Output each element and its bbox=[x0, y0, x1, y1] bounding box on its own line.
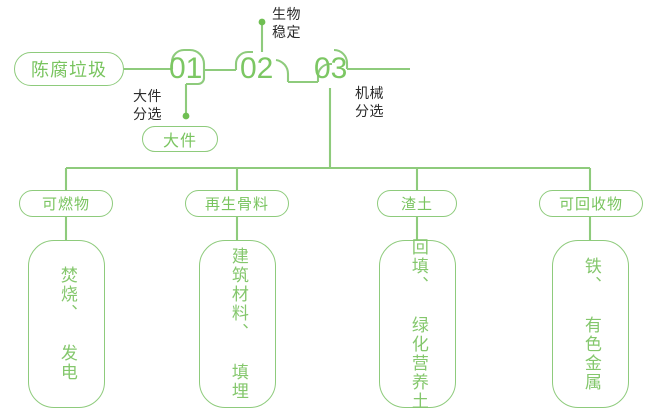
category-pill-4-label: 可回收物 bbox=[558, 196, 623, 213]
destination-box-2[interactable]: 建筑材料、 填埋 bbox=[199, 240, 276, 408]
destination-box-4[interactable]: 铁、 有色金属 bbox=[552, 240, 629, 408]
node-start-waste-label: 陈腐垃圾 bbox=[31, 60, 107, 80]
category-pill-2-label: 再生骨料 bbox=[204, 196, 269, 213]
dot-01-branch bbox=[182, 112, 190, 120]
category-pill-1-label: 可燃物 bbox=[41, 196, 90, 213]
category-pill-3[interactable]: 渣土 bbox=[377, 190, 457, 217]
wire-02-arc-down-right bbox=[275, 58, 290, 82]
step-03-annotation: 机械 分选 bbox=[355, 85, 384, 119]
step-number-03: 03 bbox=[314, 52, 348, 85]
step-01-annotation: 大件 分选 bbox=[133, 88, 162, 122]
destination-box-3-text: 回填、 绿化营养土 bbox=[408, 237, 428, 411]
dot-02-annotation bbox=[258, 18, 266, 26]
category-pill-1[interactable]: 可燃物 bbox=[19, 190, 113, 217]
destination-box-1[interactable]: 焚烧、 发电 bbox=[28, 240, 105, 408]
category-pill-2[interactable]: 再生骨料 bbox=[185, 190, 289, 217]
step-number-01: 01 bbox=[169, 52, 203, 85]
category-pill-4[interactable]: 可回收物 bbox=[539, 190, 643, 217]
destination-box-1-text: 焚烧、 发电 bbox=[57, 266, 77, 382]
node-side-output-bulky-label: 大件 bbox=[162, 133, 197, 150]
category-pill-3-label: 渣土 bbox=[400, 196, 433, 213]
node-side-output-bulky[interactable]: 大件 bbox=[142, 126, 218, 152]
destination-box-3[interactable]: 回填、 绿化营养土 bbox=[379, 237, 456, 411]
node-start-waste[interactable]: 陈腐垃圾 bbox=[14, 52, 124, 86]
step-02-annotation: 生物 稳定 bbox=[272, 6, 301, 40]
step-number-02: 02 bbox=[240, 52, 274, 85]
destination-box-4-text: 铁、 有色金属 bbox=[581, 256, 601, 392]
destination-box-2-text: 建筑材料、 填埋 bbox=[228, 247, 248, 401]
